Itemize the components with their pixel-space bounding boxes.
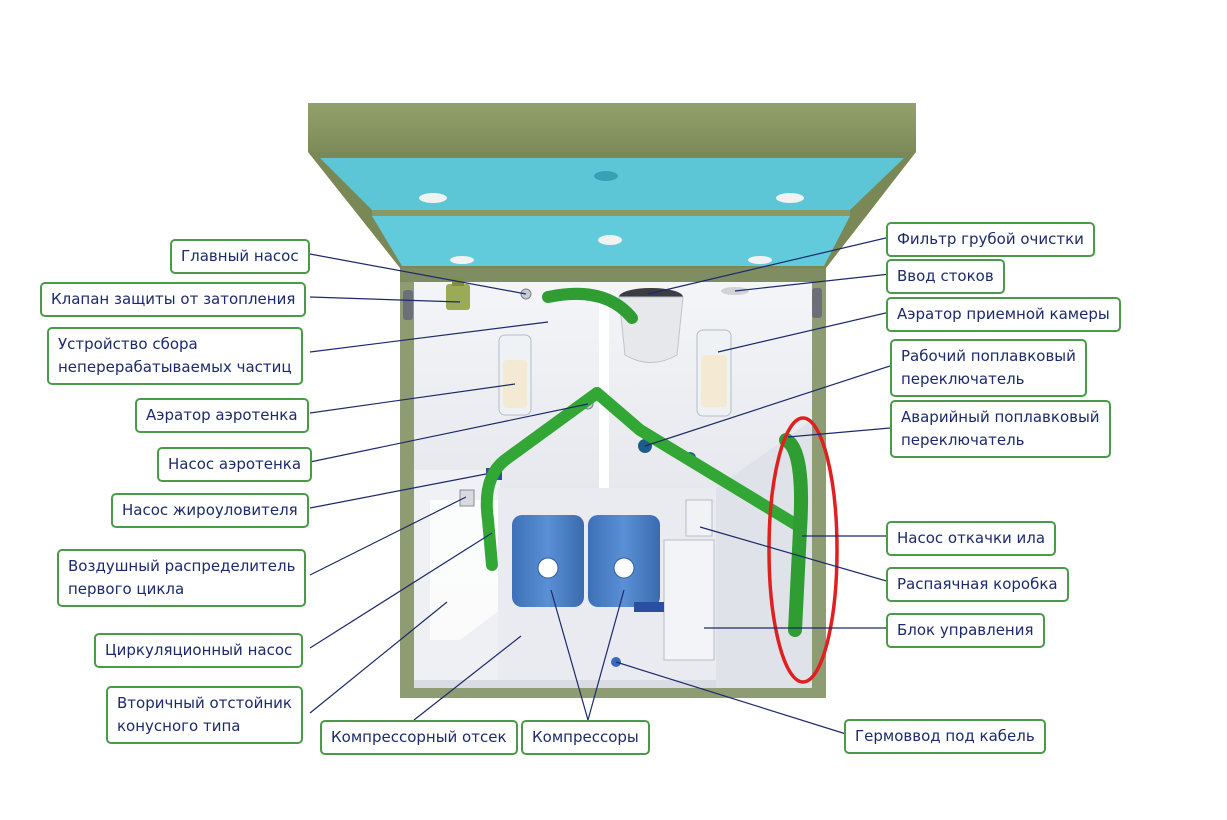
label-sludge-pump: Насос откачки ила xyxy=(886,521,1057,556)
lid-light-4 xyxy=(450,256,474,264)
label-clarifier: Вторичный отстойник конусного типа xyxy=(106,686,303,744)
label-working-float: Рабочий поплавковый переключатель xyxy=(890,339,1087,397)
leader-main-pump xyxy=(309,253,527,295)
compressor-1-fan-icon xyxy=(537,557,559,579)
junction-box xyxy=(685,499,713,537)
label-flood-valve: Клапан защиты от затопления xyxy=(40,282,307,317)
label-compressors: Компрессоры xyxy=(521,720,650,755)
left-hinge xyxy=(403,290,413,320)
label-coarse-filter: Фильтр грубой очистки xyxy=(886,222,1095,257)
leader-working-float xyxy=(644,365,891,447)
lid-light-5 xyxy=(748,256,772,264)
label-aerotank-aerator: Аэратор аэротенка xyxy=(135,398,309,433)
leader-aerotank-aerator xyxy=(309,383,516,414)
label-clarifier-line-2: конусного типа xyxy=(117,717,241,735)
air-distributor xyxy=(459,489,475,507)
label-working-float-line-2: переключатель xyxy=(901,370,1025,388)
label-grease-trap-pump: Насос жироуловителя xyxy=(111,493,309,528)
main-pump-pipe xyxy=(542,287,638,324)
lid-light-3 xyxy=(598,235,622,245)
control-unit xyxy=(663,539,715,661)
compressor-2-fan-icon xyxy=(613,557,635,579)
leader-air-distributor xyxy=(309,496,467,576)
right-hinge xyxy=(812,288,822,318)
label-air-distributor-line-2: первого цикла xyxy=(68,580,185,598)
label-control-unit: Блок управления xyxy=(886,613,1045,648)
label-cable-gland: Гермоввод под кабель xyxy=(844,719,1046,754)
leader-lines xyxy=(309,236,891,735)
label-receiving-aerator: Аэратор приемной камеры xyxy=(886,297,1121,332)
label-main-pump: Главный насос xyxy=(170,239,310,274)
leader-receiving-aerator xyxy=(717,311,891,353)
leader-clarifier xyxy=(309,601,448,714)
leader-flood-valve xyxy=(309,296,461,303)
label-sewage-inlet: Ввод стоков xyxy=(886,259,1005,294)
label-emergency-float-line-1: Аварийный поплавковый xyxy=(901,408,1100,426)
sludge-pump-pipe xyxy=(779,433,809,637)
lid-vent xyxy=(594,171,618,181)
lid-light-1 xyxy=(419,193,447,203)
leader-sewage-inlet xyxy=(734,273,891,292)
label-air-distributor: Воздушный распределитель первого цикла xyxy=(57,549,307,607)
leader-emergency-float xyxy=(787,427,891,438)
lid-insulation-upper xyxy=(320,158,904,210)
label-particle-collector-line-2: неперерабатываемых частиц xyxy=(58,358,292,376)
label-junction-box: Распаячная коробка xyxy=(886,567,1069,602)
leader-junction-box xyxy=(699,526,891,583)
label-working-float-line-1: Рабочий поплавковый xyxy=(901,347,1076,365)
label-compressor-bay: Компрессорный отсек xyxy=(320,720,518,755)
aerotank-pipe xyxy=(480,387,603,571)
label-circulation-pump: Циркуляционный насос xyxy=(94,633,304,668)
leader-compressor-1 xyxy=(550,589,589,721)
leader-grease-trap-pump xyxy=(309,473,487,509)
sludge-return-pipe xyxy=(591,387,806,533)
leader-coarse-filter xyxy=(647,236,891,295)
leader-compressor-2 xyxy=(587,589,625,721)
leader-cable-gland xyxy=(615,661,847,735)
label-particle-collector: Устройство сбора неперерабатываемых част… xyxy=(47,327,303,385)
label-emergency-float: Аварийный поплавковый переключатель xyxy=(890,400,1111,458)
lid-light-2 xyxy=(776,193,804,203)
leader-circulation-pump xyxy=(309,532,493,649)
components xyxy=(446,278,809,667)
label-particle-collector-line-1: Устройство сбора xyxy=(58,335,198,353)
label-air-distributor-line-1: Воздушный распределитель xyxy=(68,557,296,575)
label-aerotank-pump: Насос аэротенка xyxy=(157,447,313,482)
leader-particle-collector xyxy=(309,321,549,353)
sludge-pump-highlight xyxy=(767,416,839,684)
lid xyxy=(308,103,916,268)
leader-aerotank-pump xyxy=(309,403,589,463)
label-emergency-float-line-2: переключатель xyxy=(901,431,1025,449)
label-clarifier-line-1: Вторичный отстойник xyxy=(117,694,292,712)
flood-valve xyxy=(446,284,470,310)
leader-compressor-bay xyxy=(413,635,522,721)
